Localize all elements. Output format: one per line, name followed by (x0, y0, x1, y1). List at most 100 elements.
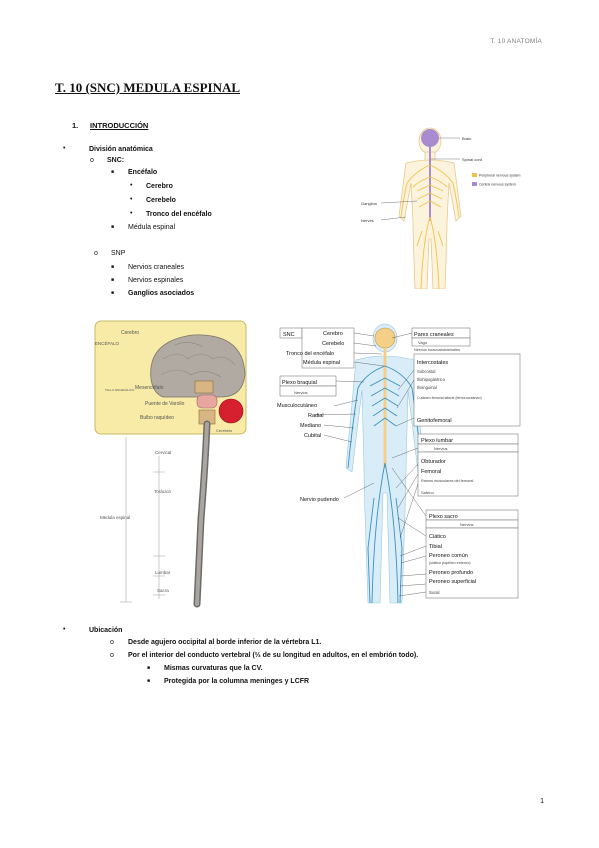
label-puente: Puente de Varolio (145, 401, 185, 407)
label-bulbo: Bulbo raquídeo (140, 415, 174, 421)
outline-item: División anatómica (89, 146, 153, 153)
label-cervical: Cervical (155, 450, 171, 455)
bullet-square: ■ (111, 264, 115, 270)
label-sacra: Sacra (157, 588, 169, 593)
label-genitofemoral: Genitofemoral (417, 418, 452, 424)
label-nervios2: Nervios (434, 446, 448, 451)
label-toracica: Torácica (154, 489, 171, 494)
label-plexo-sacro: Plexo sacro (429, 514, 458, 520)
label-lumbar: Lumbar (155, 570, 171, 575)
label-brain: Brain (462, 136, 471, 141)
bullet-disc: • (63, 145, 66, 152)
label-medula: Médula espinal (303, 360, 340, 366)
figure-nervous-system-body: Brain Spinal cord Ganglion Nerves Periph… (361, 121, 550, 289)
outline-item: Protegida por la columna meninges y LCFR (164, 678, 310, 685)
outline-item: Cerebro (146, 183, 173, 190)
outline-item: SNC: (107, 157, 125, 164)
label-ramos: Ramos musculares del femoral (421, 479, 473, 483)
page-title: T. 10 (SNC) MEDULA ESPINAL (55, 80, 241, 95)
label-mediano: Mediano (300, 423, 321, 429)
label-iliohipo: Iliohipogástrico (417, 377, 446, 382)
outline-item: Nervios craneales (128, 264, 185, 271)
outline-item: Encéfalo (128, 169, 158, 176)
label-musculocutaneo: Musculocutáneo (277, 403, 317, 409)
legend-cns: Central nervous system (479, 183, 516, 187)
label-cerebelo: Cerebelo (216, 428, 233, 433)
cerebellum-icon (218, 398, 244, 424)
bullet-square: ■ (111, 169, 115, 175)
outline-item: Tronco del encéfalo (146, 211, 212, 218)
figure-peripheral-nerves: SNC Cerebro Cerebelo Tronco del encéfalo… (274, 318, 522, 606)
label-intercostales: Intercostales (417, 360, 448, 366)
legend-pns: Peripheral nervous system (479, 174, 521, 178)
label-pares: Pares craneales (414, 332, 454, 338)
bullet-square: ■ (147, 678, 151, 684)
label-tallo: TALLO ENCEFÁLICO (105, 388, 135, 392)
label-cerebro: Cerebro (323, 331, 343, 337)
outline-item: Ubicación (89, 627, 123, 634)
label-tibial: Tibial (429, 544, 442, 550)
bullet-disc: • (63, 626, 66, 633)
label-cerebelo: Cerebelo (322, 341, 344, 347)
outline-item: Nervios espinales (128, 277, 184, 284)
bullet-disc: • (130, 196, 133, 203)
label-medula: Médula espinal (100, 515, 130, 520)
label-subcostal: Subcostal (417, 369, 435, 374)
label-peroneo-profundo: Peroneo profundo (429, 570, 473, 576)
label-cubital: Cubital (304, 433, 321, 439)
label-femoral: Femoral (421, 469, 441, 475)
brain-icon (150, 334, 246, 398)
outline-item: Mismas curvaturas que la CV. (164, 665, 263, 672)
label-vago: Vago (418, 340, 428, 345)
label-obturador: Obturador (421, 459, 446, 465)
legend-swatch-cns (472, 182, 477, 186)
brain-icon (421, 129, 439, 147)
outline-item: Médula espinal (128, 224, 176, 231)
outline-item: Ganglios asociados (128, 290, 195, 297)
label-peroneo-note: (ciático poplíteo externo) (429, 561, 471, 565)
outline-item: SNP (111, 250, 126, 257)
label-tronco: Tronco del encéfalo (286, 351, 334, 357)
bullet-square: ■ (111, 277, 115, 283)
outline-item: Cerebelo (146, 197, 176, 204)
bullet-circle: o (110, 652, 114, 659)
label-radial: Radial (308, 413, 324, 419)
label-plexo-lumbar: Plexo lumbar (421, 438, 453, 444)
legend-swatch-pns (472, 173, 477, 177)
label-nervios: Nervios (294, 390, 308, 395)
page-number: 1 (540, 798, 544, 805)
bullet-square: ■ (111, 290, 115, 296)
outline-item: Desde agujero occipital al borde inferio… (128, 639, 322, 646)
label-encefalo: ENCÉFALO (95, 340, 120, 346)
label-mesencefalo: Mesencéfalo (135, 385, 164, 391)
bullet-disc: • (130, 210, 133, 217)
label-nervios3: Nervios (460, 522, 474, 527)
section-label: INTRODUCCIÓN (90, 121, 149, 130)
label-ilioinguinal: Ilioinguinal (417, 385, 437, 390)
outline-item: Por el interior del conducto vertebral (… (128, 652, 419, 659)
bullet-disc: • (130, 182, 133, 189)
section-heading: 1. INTRODUCCIÓN (72, 121, 148, 130)
label-nerves: Nerves (361, 218, 374, 223)
label-toracoabd: Nervios toracoabdominales (414, 348, 460, 352)
label-ganglion: Ganglion (361, 201, 377, 206)
label-cutaneo: Cutáneo femoral lateral (femorocutáneo) (417, 396, 482, 400)
label-pudendo: Nervio pudendo (300, 497, 339, 503)
label-snc: SNC (283, 332, 295, 338)
label-plexo-braquial: Plexo braquial (282, 380, 317, 386)
bullet-circle: o (110, 639, 114, 646)
section-number: 1. (72, 121, 79, 130)
bullet-square: ■ (147, 665, 151, 671)
bullet-circle: o (90, 157, 94, 164)
label-spinal-cord: Spinal cord (462, 157, 482, 162)
label-safeno: Safeno (421, 490, 434, 495)
label-sural: Sural (429, 590, 440, 595)
label-peroneo-comun: Peroneo común (429, 553, 468, 559)
label-ciatico: Ciático (429, 534, 446, 540)
bullet-circle: o (94, 250, 98, 257)
bullet-square: ■ (111, 224, 115, 230)
figure-brain-spinal-cord: Cerebro ENCÉFALO TALLO ENCEFÁLICO Mesenc… (93, 319, 266, 610)
label-cerebro: Cerebro (121, 330, 139, 336)
label-peroneo-superficial: Peroneo superficial (429, 579, 476, 585)
running-header: T. 10 ANATOMÍA (490, 38, 542, 45)
